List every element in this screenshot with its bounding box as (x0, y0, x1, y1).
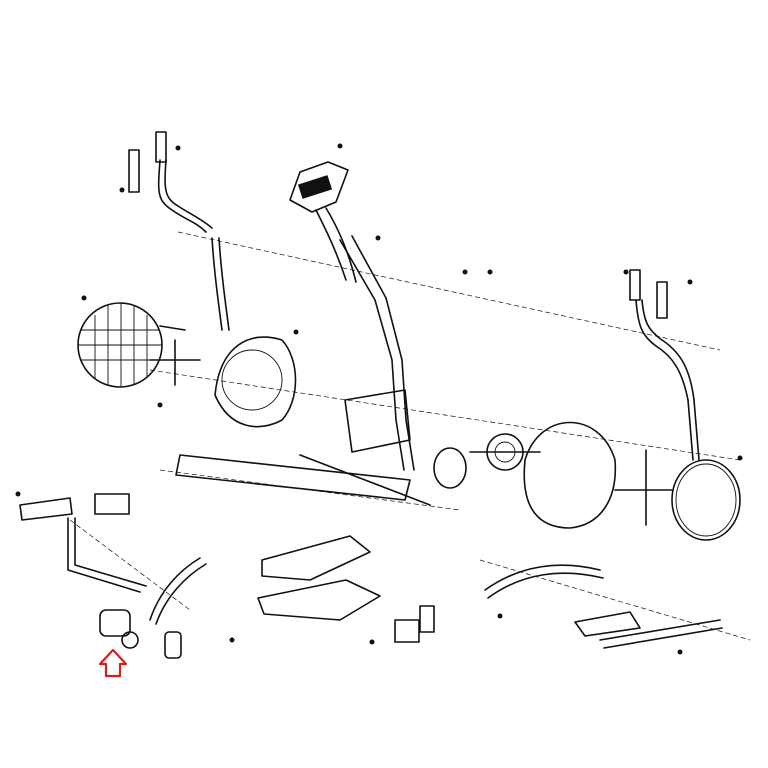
right-shroud[interactable] (523, 421, 741, 541)
front-shroud-left[interactable] (77, 302, 163, 388)
right-handlebar[interactable] (629, 269, 700, 461)
main-frame[interactable] (175, 235, 431, 506)
right-pedal-arm[interactable] (484, 564, 723, 649)
left-pedal-arm[interactable] (19, 497, 207, 659)
assembly-axis-lines (69, 231, 751, 641)
pedal-assembly[interactable] (94, 493, 435, 643)
left-handlebar[interactable] (128, 131, 230, 331)
crank-cover[interactable] (257, 535, 381, 621)
rear-stabilizer-cover[interactable] (149, 325, 297, 428)
part-callouts (15, 143, 743, 655)
red-arrow-up-icon (98, 648, 128, 678)
console[interactable] (289, 161, 357, 283)
